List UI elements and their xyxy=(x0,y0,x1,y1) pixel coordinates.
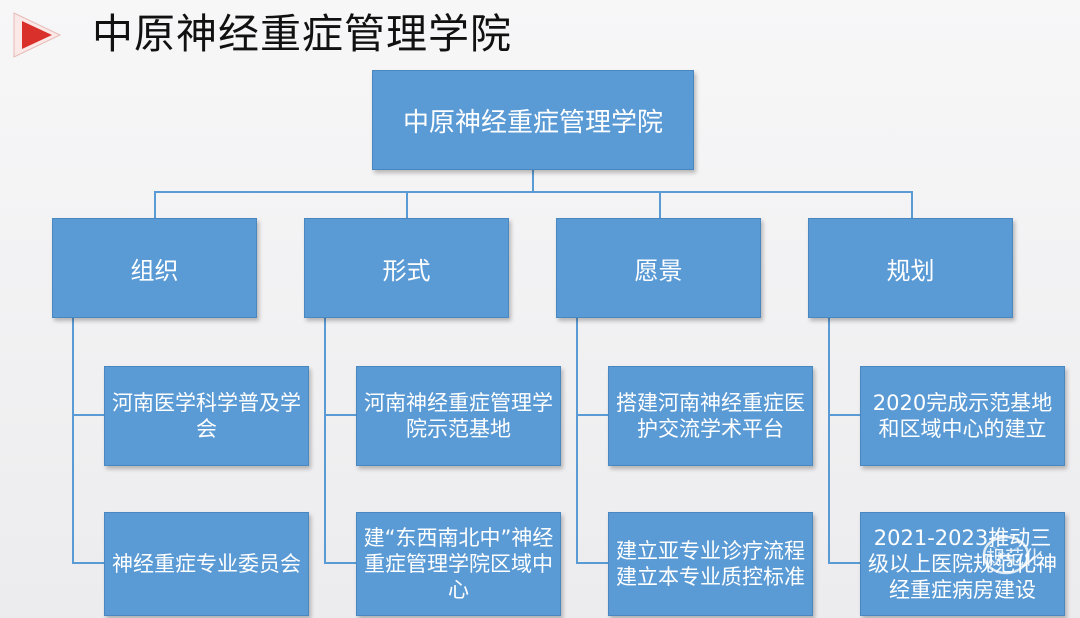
connector-horizontal-bus xyxy=(154,191,913,193)
connector-branch-3 xyxy=(576,318,578,564)
watermark-text: 规范化 xyxy=(986,547,1044,569)
connector-stub-2b xyxy=(324,562,356,564)
leaf-node-organization-1: 河南医学科学普及学会 xyxy=(104,366,309,466)
leaf-node-plan-2: 2021-2023推动三级以上医院规范化神经重症病房建设 xyxy=(860,512,1065,616)
slide-title: 中原神经重症管理学院 xyxy=(92,10,512,58)
leaf-node-organization-2: 神经重症专业委员会 xyxy=(104,512,309,616)
red-triangle-marker-icon xyxy=(13,12,62,58)
connector-stub-4a xyxy=(828,414,860,416)
leaf-node-plan-1: 2020完成示范基地和区域中心的建立 xyxy=(860,366,1065,466)
leaf-node-vision-1: 搭建河南神经重症医护交流学术平台 xyxy=(608,366,813,466)
category-node-form: 形式 xyxy=(304,218,509,318)
connector-stub-1a xyxy=(72,414,104,416)
watermark-badge-icon xyxy=(982,535,1030,575)
connector-stub-1b xyxy=(72,562,104,564)
category-node-vision: 愿景 xyxy=(556,218,761,318)
category-node-organization: 组织 xyxy=(52,218,257,318)
connector-root-down xyxy=(532,170,534,192)
connector-branch-4 xyxy=(828,318,830,564)
connector-drop-3 xyxy=(659,191,661,218)
slide-header: 中原神经重症管理学院 xyxy=(0,0,1080,70)
leaf-node-form-1: 河南神经重症管理学院示范基地 xyxy=(356,366,561,466)
leaf-node-form-2: 建“东西南北中”神经重症管理学院区域中心 xyxy=(356,512,561,616)
connector-stub-4b xyxy=(828,562,860,564)
connector-stub-2a xyxy=(324,414,356,416)
category-node-plan: 规划 xyxy=(808,218,1013,318)
leaf-node-vision-2: 建立亚专业诊疗流程建立本专业质控标准 xyxy=(608,512,813,616)
connector-drop-4 xyxy=(911,191,913,218)
root-node: 中原神经重症管理学院 xyxy=(372,70,694,170)
connector-stub-3a xyxy=(576,414,608,416)
connector-stub-3b xyxy=(576,562,608,564)
connector-drop-2 xyxy=(406,191,408,218)
connector-branch-1 xyxy=(72,318,74,564)
connector-branch-2 xyxy=(324,318,326,564)
connector-drop-1 xyxy=(154,191,156,218)
